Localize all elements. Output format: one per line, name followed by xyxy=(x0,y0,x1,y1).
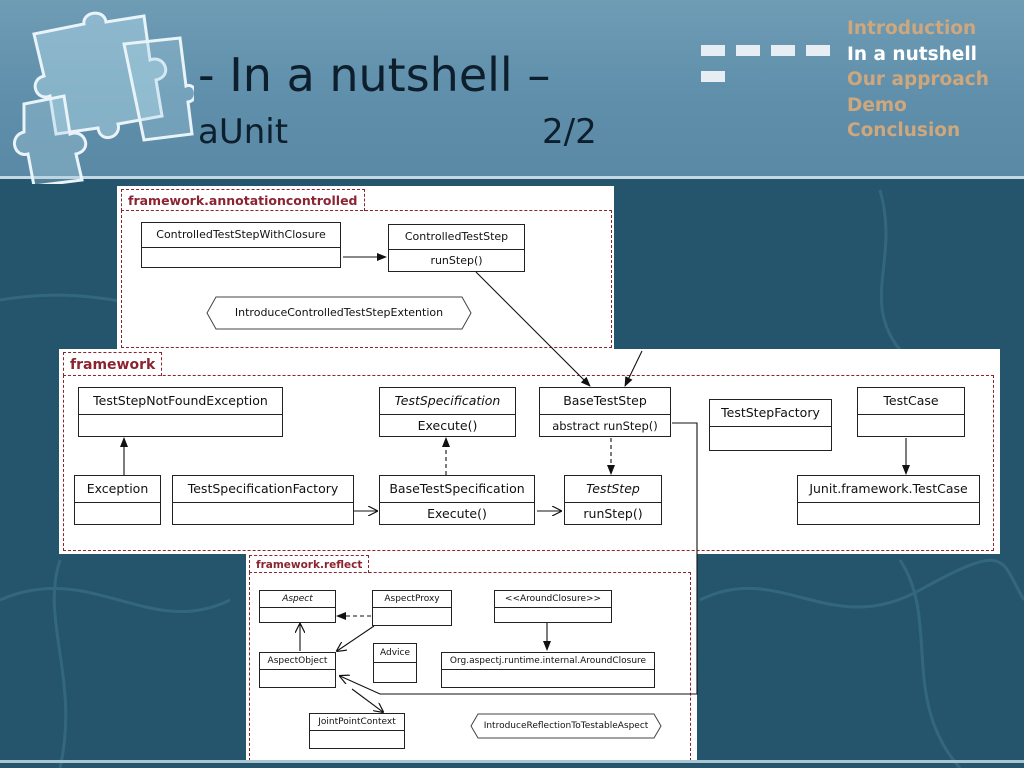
class-advice[interactable]: Advice xyxy=(373,643,417,683)
class-junit-testcase[interactable]: Junit.framework.TestCase xyxy=(797,475,980,525)
nav-marker xyxy=(736,45,760,56)
class-name: TestCase xyxy=(858,388,964,415)
framework-package-label: framework xyxy=(63,352,163,376)
annotation-package-panel: framework.annotationcontrolled Controlle… xyxy=(117,186,614,350)
aspect-introduce-reflection[interactable]: IntroduceReflectionToTestableAspect xyxy=(470,713,662,739)
class-name: <<AroundClosure>> xyxy=(495,591,611,608)
header-divider xyxy=(0,176,1024,179)
class-name: TestStepNotFoundException xyxy=(79,388,282,415)
class-name: TestStep xyxy=(565,476,661,503)
class-teststep[interactable]: TestStep runStep() xyxy=(564,475,662,525)
aspect-hexagon-shape xyxy=(470,713,662,739)
connector-aspectobject-to-joint xyxy=(351,688,383,712)
aspect-hexagon-shape xyxy=(206,296,472,330)
class-name: AspectProxy xyxy=(373,591,451,608)
class-name: AspectObject xyxy=(260,653,335,670)
slide-subtitle: aUnit xyxy=(198,112,289,152)
connector-controlled-to-base xyxy=(475,271,591,387)
class-operation: Execute() xyxy=(417,418,478,433)
class-operation: runStep() xyxy=(430,254,483,267)
nav-marker xyxy=(701,45,725,56)
puzzle-logo-icon xyxy=(13,11,194,184)
nav-marker xyxy=(806,45,830,56)
class-controlled-teststep-with-closure[interactable]: ControlledTestStepWithClosure xyxy=(141,222,341,268)
class-base-teststep[interactable]: BaseTestStep abstract runStep() xyxy=(539,387,671,437)
class-name: TestSpecification xyxy=(380,388,515,415)
connector-basestep-to-aspectobject xyxy=(340,422,698,695)
footer-divider xyxy=(0,760,1024,763)
class-exception[interactable]: Exception xyxy=(74,475,161,525)
section-nav: Introduction In a nutshell Our approach … xyxy=(847,16,989,144)
annotation-package-label: framework.annotationcontrolled xyxy=(121,189,365,211)
class-controlled-teststep[interactable]: ControlledTestStep runStep() xyxy=(388,224,525,272)
class-name: ControlledTestStepWithClosure xyxy=(142,223,340,248)
class-name: TestStepFactory xyxy=(710,400,831,427)
class-name: Aspect xyxy=(260,591,335,608)
framework-package-border xyxy=(63,375,994,551)
class-name: Junit.framework.TestCase xyxy=(798,476,979,503)
class-operation: abstract runStep() xyxy=(552,419,658,433)
class-name: Exception xyxy=(75,476,160,503)
class-around-closure-stereotype[interactable]: <<AroundClosure>> xyxy=(494,590,612,623)
class-base-test-specification[interactable]: BaseTestSpecification Execute() xyxy=(379,475,535,525)
class-teststep-not-found-exception[interactable]: TestStepNotFoundException xyxy=(78,387,283,437)
class-testcase[interactable]: TestCase xyxy=(857,387,965,437)
class-test-specification[interactable]: TestSpecification Execute() xyxy=(379,387,516,437)
slide-title: - In a nutshell – xyxy=(198,48,551,102)
framework-package-panel: framework TestStepNotFoundException Test… xyxy=(59,349,1000,554)
connector-factory-to-base xyxy=(624,350,643,387)
class-name: JointPointContext xyxy=(310,714,404,731)
header-band xyxy=(0,0,1024,176)
page-number: 2/2 xyxy=(542,112,597,152)
class-name: Org.aspectj.runtime.internal.AroundClosu… xyxy=(442,653,654,670)
aspect-label: IntroduceControlledTestStepExtention xyxy=(234,306,444,319)
nav-marker xyxy=(771,45,795,56)
nav-item-introduction[interactable]: Introduction xyxy=(847,18,977,39)
class-test-specification-factory[interactable]: TestSpecificationFactory xyxy=(172,475,354,525)
class-aspectj-around-closure[interactable]: Org.aspectj.runtime.internal.AroundClosu… xyxy=(441,652,655,688)
nav-item-our-approach[interactable]: Our approach xyxy=(847,69,989,90)
class-aspect[interactable]: Aspect xyxy=(259,590,336,623)
class-name: ControlledTestStep xyxy=(389,225,524,250)
nav-item-demo[interactable]: Demo xyxy=(847,94,907,116)
reflect-package-panel: framework.reflect Aspect AspectProxy <<A… xyxy=(246,553,697,762)
class-operation: Execute() xyxy=(427,506,487,521)
reflect-package-label: framework.reflect xyxy=(249,555,370,573)
class-name: BaseTestSpecification xyxy=(380,476,534,503)
nav-item-conclusion[interactable]: Conclusion xyxy=(847,120,961,141)
connector-proxy-to-aspectobject xyxy=(337,625,375,651)
aspect-introduce-controlled-teststep[interactable]: IntroduceControlledTestStepExtention xyxy=(206,296,472,330)
class-aspect-object[interactable]: AspectObject xyxy=(259,652,336,688)
annotation-package-border xyxy=(121,210,612,348)
class-name: Advice xyxy=(374,644,416,663)
nav-marker xyxy=(701,71,725,82)
class-aspect-proxy[interactable]: AspectProxy xyxy=(372,590,452,626)
aspect-label: IntroduceReflectionToTestableAspect xyxy=(483,721,649,731)
nav-item-in-a-nutshell[interactable]: In a nutshell xyxy=(847,43,978,65)
class-name: BaseTestStep xyxy=(540,388,670,415)
class-teststep-factory[interactable]: TestStepFactory xyxy=(709,399,832,451)
class-joint-point-context[interactable]: JointPointContext xyxy=(309,713,405,749)
class-operation: runStep() xyxy=(583,506,643,521)
class-name: TestSpecificationFactory xyxy=(173,476,353,503)
